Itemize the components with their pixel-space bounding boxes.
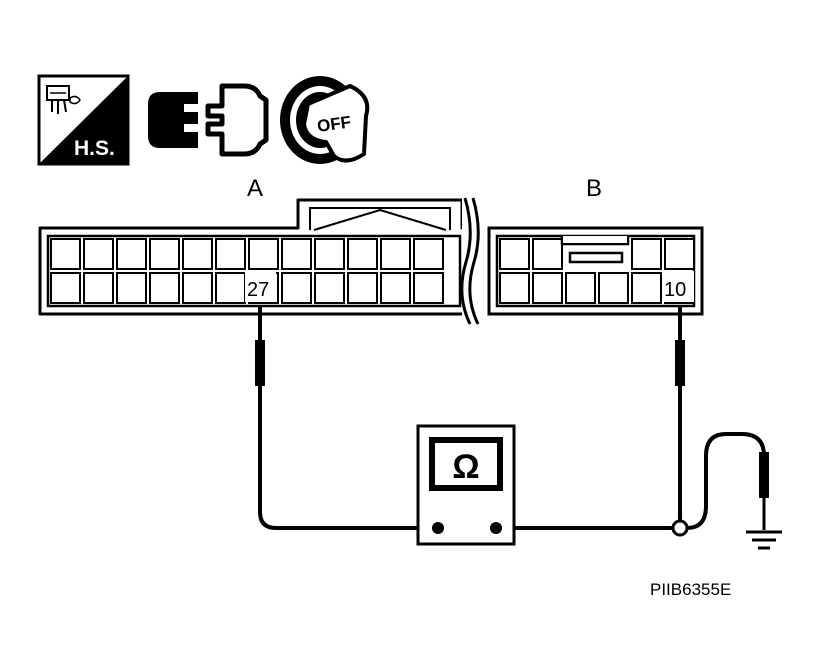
connector-cavity	[631, 238, 662, 270]
connector-cavity	[116, 272, 147, 304]
probe-a	[255, 306, 265, 386]
connector-cavity	[413, 272, 444, 304]
connector-cavity	[598, 272, 629, 304]
ground-icon	[746, 530, 782, 550]
connector-cavity	[631, 272, 662, 304]
connector-cavity	[281, 238, 312, 270]
connector-cavity	[532, 272, 563, 304]
disconnect-connector-icon	[148, 83, 269, 157]
connector-cavity	[50, 238, 81, 270]
connector-cavity	[314, 272, 345, 304]
harness-connector-icon: H.S.	[37, 74, 130, 166]
connector-cavity	[380, 238, 411, 270]
figure-code: PIIB6355E	[650, 580, 731, 599]
connector-cavity	[83, 272, 114, 304]
connector-break-lines	[460, 196, 486, 328]
meter-terminal-left	[432, 522, 444, 534]
connector-cavity	[83, 238, 114, 270]
meter-terminal-right	[490, 522, 502, 534]
connector-b-label: B	[586, 175, 602, 202]
pin-10-label: 10	[664, 279, 686, 301]
connector-cavity	[347, 272, 378, 304]
connector-cavity	[413, 238, 444, 270]
connector-cavity	[664, 238, 695, 270]
connector-cavity	[347, 238, 378, 270]
ohmmeter-icon: Ω	[416, 424, 516, 546]
connector-cavity	[532, 238, 563, 270]
connector-b-cells	[499, 238, 695, 304]
ground-lead	[671, 432, 769, 537]
test-lead-a	[258, 386, 420, 530]
connector-cavity	[182, 238, 213, 270]
connector-cavity	[499, 238, 530, 270]
connector-cavity	[149, 238, 180, 270]
connector-cavity	[499, 272, 530, 304]
connector-cavity	[314, 238, 345, 270]
connector-cavity	[248, 238, 279, 270]
pin-27-label: 27	[247, 279, 269, 301]
connector-cavity	[281, 272, 312, 304]
connector-a: 27	[38, 198, 472, 316]
connector-a-label: A	[247, 175, 263, 202]
hs-label: H.S.	[74, 137, 115, 160]
connector-a-cells	[50, 238, 444, 304]
ignition-key-icon: OFF	[280, 76, 370, 164]
ignition-off-label: OFF	[316, 112, 352, 136]
connector-cavity	[182, 272, 213, 304]
connector-cavity	[380, 272, 411, 304]
connector-b: 10	[487, 226, 704, 316]
probe-b	[675, 306, 685, 386]
connector-cavity	[565, 272, 596, 304]
connector-cavity	[215, 238, 246, 270]
connector-cavity	[116, 238, 147, 270]
ohm-symbol: Ω	[452, 448, 479, 486]
connector-cavity	[149, 272, 180, 304]
connector-cavity	[50, 272, 81, 304]
connector-cavity	[215, 272, 246, 304]
